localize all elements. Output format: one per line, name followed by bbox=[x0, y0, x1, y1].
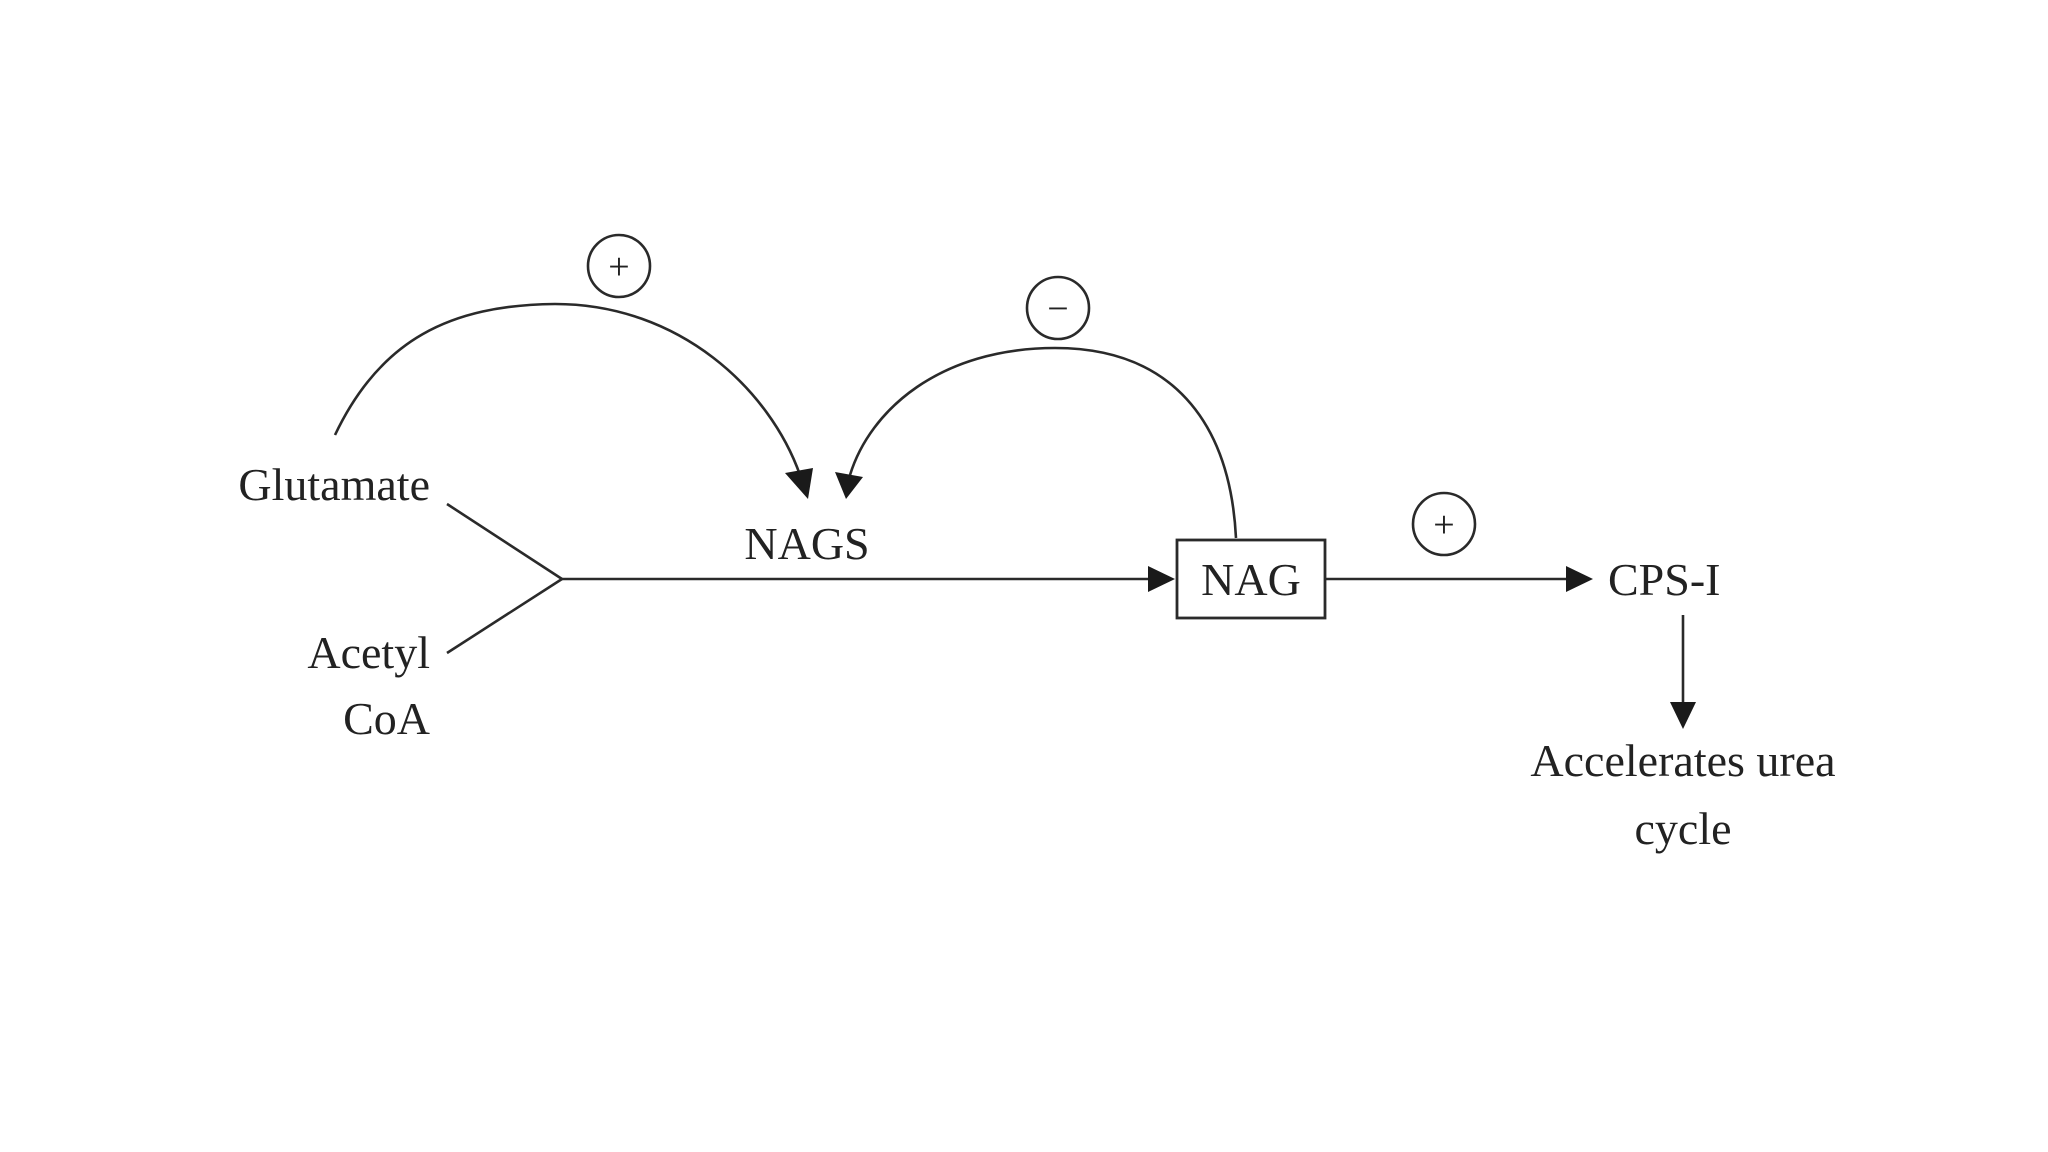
nag-box bbox=[1175, 538, 1327, 620]
acetyl-label: Acetyl bbox=[307, 627, 430, 678]
plus-sign-circle-2 bbox=[1411, 491, 1477, 557]
minus-sign: − bbox=[1047, 288, 1068, 330]
cps-to-urea-arrowhead bbox=[1670, 702, 1696, 729]
glutamate-activation-arrowhead bbox=[785, 468, 813, 499]
plus-sign-1: + bbox=[608, 246, 629, 288]
nag-inhibition-arrowhead bbox=[835, 472, 863, 499]
nag-inhibition-arc bbox=[848, 346, 1238, 539]
minus-sign-circle bbox=[1025, 275, 1091, 341]
glutamate-input-line bbox=[446, 502, 563, 581]
acetyl-input-line bbox=[446, 577, 563, 655]
nag-label: NAG bbox=[1201, 554, 1301, 605]
reaction-arrowhead bbox=[1148, 566, 1175, 592]
cps-label: CPS-I bbox=[1608, 554, 1720, 605]
nags-label: NAGS bbox=[744, 518, 869, 569]
urea-cycle-label-line1: Accelerates urea bbox=[1530, 735, 1835, 786]
coa-label: CoA bbox=[343, 693, 430, 744]
plus-sign-2: + bbox=[1433, 504, 1454, 546]
glutamate-label: Glutamate bbox=[238, 459, 430, 510]
urea-cycle-label-line2: cycle bbox=[1634, 803, 1731, 854]
nag-to-cps-arrowhead bbox=[1566, 566, 1593, 592]
plus-sign-circle-1 bbox=[586, 233, 652, 299]
glutamate-activation-arc bbox=[333, 302, 802, 476]
